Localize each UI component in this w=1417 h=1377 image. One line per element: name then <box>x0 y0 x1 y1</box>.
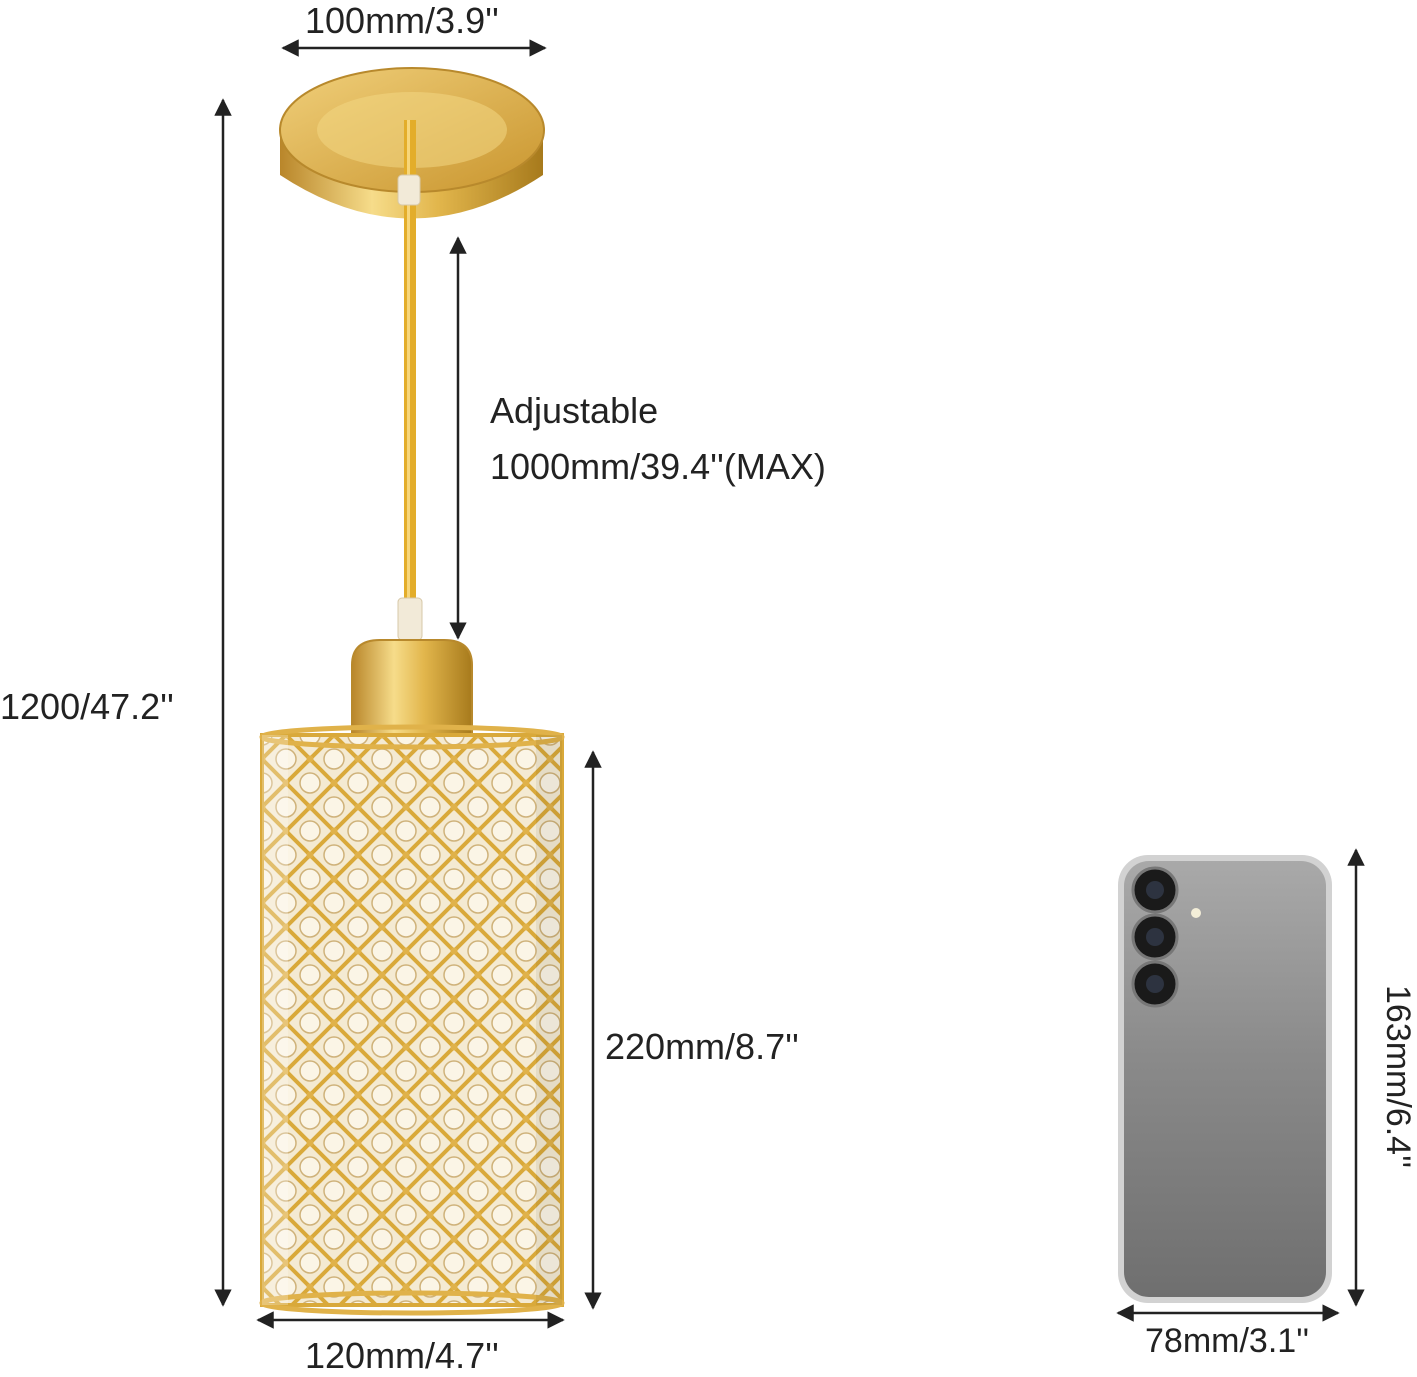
socket-cap <box>351 639 473 739</box>
canopy-width-label: 100mm/3.9'' <box>305 0 499 41</box>
phone-height-label: 163mm/6.4'' <box>1379 985 1417 1169</box>
shade-height-label: 220mm/8.7'' <box>605 1026 799 1067</box>
dimension-lines <box>214 39 1365 1329</box>
shade-width-label: 120mm/4.7'' <box>305 1335 499 1376</box>
camera-lenses <box>1131 866 1201 1008</box>
adjustable-value-label: 1000mm/39.4''(MAX) <box>490 446 826 487</box>
total-height-label: 1200/47.2'' <box>0 686 174 727</box>
phone-width-label: 78mm/3.1'' <box>1145 1322 1310 1360</box>
phone-icon <box>1118 855 1332 1303</box>
adjustable-label: Adjustable <box>490 390 659 431</box>
crystal-shade <box>259 724 565 1316</box>
cord <box>397 120 423 641</box>
pendant-lamp-icon <box>259 67 565 1316</box>
